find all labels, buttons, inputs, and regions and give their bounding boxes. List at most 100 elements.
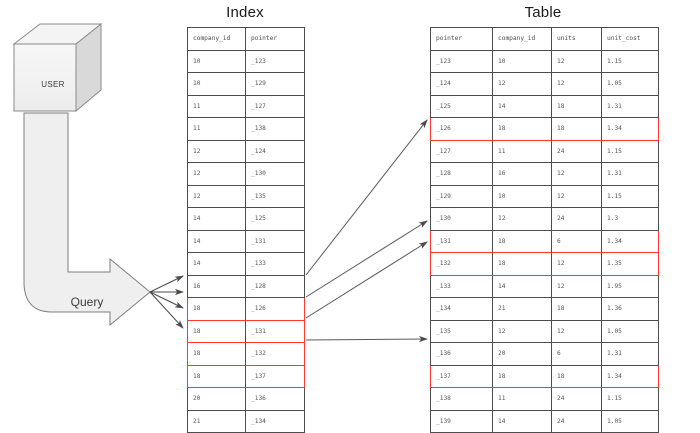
index-row: 20_136 xyxy=(187,387,305,411)
table-row-company-id: 10 xyxy=(492,184,552,208)
index-row-company-id: 12 xyxy=(187,162,246,186)
table-row-company-id: 12 xyxy=(492,319,552,343)
table-row-units: 24 xyxy=(551,207,602,231)
table-row-company-id: 21 xyxy=(492,297,552,321)
index-row-company-id: 10 xyxy=(187,72,246,96)
table-row-unit-cost: 1.15 xyxy=(601,184,659,208)
table-row-pointer: _130 xyxy=(430,207,493,231)
table-row-units: 12 xyxy=(551,252,602,276)
table-col-units: units xyxy=(551,27,602,51)
table-row-pointer: _123 xyxy=(430,49,493,73)
table-row-unit-cost: 1.34 xyxy=(601,229,659,253)
index-row: 18_137 xyxy=(187,364,305,388)
index-col-company-id: company_id xyxy=(187,27,246,51)
index-header-row: company_id pointer xyxy=(187,27,305,51)
index-row: 14_133 xyxy=(187,252,305,276)
index-col-pointer: pointer xyxy=(245,27,305,51)
index-row: 14_125 xyxy=(187,207,305,231)
table-col-unit-cost: unit_cost xyxy=(601,27,659,51)
index-row: 12_124 xyxy=(187,139,305,163)
index-row-pointer: _134 xyxy=(245,409,305,433)
index-row-pointer: _130 xyxy=(245,162,305,186)
index-row-company-id: 11 xyxy=(187,117,246,141)
index-row: 12_130 xyxy=(187,162,305,186)
index-row-company-id: 18 xyxy=(187,319,246,343)
table-row-company-id: 10 xyxy=(492,49,552,73)
table-row-pointer: _136 xyxy=(430,342,493,366)
table-row-company-id: 12 xyxy=(492,72,552,96)
table-row-units: 24 xyxy=(551,409,602,433)
user-cube-icon xyxy=(12,22,103,113)
table-row-company-id: 14 xyxy=(492,409,552,433)
table-row-units: 24 xyxy=(551,139,602,163)
table-row-pointer: _124 xyxy=(430,72,493,96)
index-row-pointer: _135 xyxy=(245,184,305,208)
table-row-company-id: 16 xyxy=(492,162,552,186)
user-label: USER xyxy=(41,80,65,89)
index-row-pointer: _131 xyxy=(245,319,305,343)
table-row-company-id: 12 xyxy=(492,207,552,231)
table-row-pointer: _131 xyxy=(430,229,493,253)
table-row-company-id: 14 xyxy=(492,94,552,118)
index-row: 16_128 xyxy=(187,274,305,298)
table-row-units: 12 xyxy=(551,274,602,298)
index-row-company-id: 20 xyxy=(187,387,246,411)
index-row-company-id: 10 xyxy=(187,49,246,73)
index-row: 12_135 xyxy=(187,184,305,208)
index-row-company-id: 21 xyxy=(187,409,246,433)
index-row-pointer: _132 xyxy=(245,342,305,366)
index-row: 18_132 xyxy=(187,342,305,366)
index-row-pointer: _131 xyxy=(245,229,305,253)
table-row-company-id: 18 xyxy=(492,117,552,141)
table-header-row: pointer company_id units unit_cost xyxy=(430,27,659,51)
index-row-company-id: 14 xyxy=(187,252,246,276)
index-row-pointer: _124 xyxy=(245,139,305,163)
index-row-company-id: 12 xyxy=(187,184,246,208)
index-row-pointer: _136 xyxy=(245,387,305,411)
table-row-unit-cost: 1.31 xyxy=(601,342,659,366)
table-row-pointer: _135 xyxy=(430,319,493,343)
index-row: 18_131 xyxy=(187,319,305,343)
index-row-pointer: _133 xyxy=(245,252,305,276)
index-row: 21_134 xyxy=(187,409,305,433)
table-row-units: 12 xyxy=(551,184,602,208)
table-row-unit-cost: 1.15 xyxy=(601,49,659,73)
index-row-pointer: _127 xyxy=(245,94,305,118)
index-row-company-id: 16 xyxy=(187,274,246,298)
table-row-pointer: _132 xyxy=(430,252,493,276)
table-row-units: 12 xyxy=(551,162,602,186)
table-col-pointer: pointer xyxy=(430,27,493,51)
index-row-pointer: _128 xyxy=(245,274,305,298)
table-row-company-id: 18 xyxy=(492,364,552,388)
table-row-pointer: _126 xyxy=(430,117,493,141)
index-row-company-id: 18 xyxy=(187,342,246,366)
table-row-unit-cost: 1.34 xyxy=(601,117,659,141)
table-row-units: 6 xyxy=(551,229,602,253)
table-row-company-id: 11 xyxy=(492,139,552,163)
table-row-unit-cost: 1.95 xyxy=(601,274,659,298)
table-row-units: 18 xyxy=(551,364,602,388)
table-row-unit-cost: 1.35 xyxy=(601,252,659,276)
table-row-units: 12 xyxy=(551,72,602,96)
table-row-units: 12 xyxy=(551,319,602,343)
index-title: Index xyxy=(226,4,264,21)
index-row: 11_138 xyxy=(187,117,305,141)
table-row-company-id: 18 xyxy=(492,252,552,276)
index-row: 11_127 xyxy=(187,94,305,118)
table-row-company-id: 20 xyxy=(492,342,552,366)
table-col-company-id: company_id xyxy=(492,27,552,51)
table-row-unit-cost: 1.34 xyxy=(601,364,659,388)
table-row-unit-cost: 1.3 xyxy=(601,207,659,231)
